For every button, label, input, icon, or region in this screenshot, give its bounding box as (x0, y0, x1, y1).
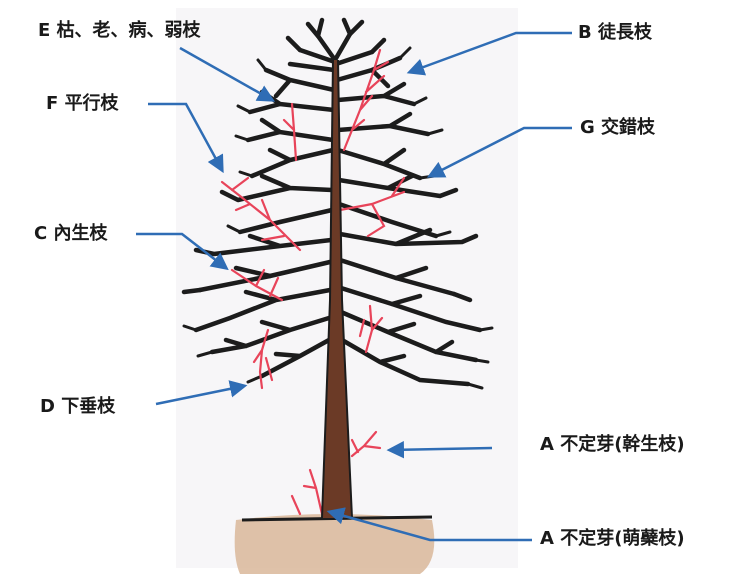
label-a-trunk-sprout: A 不定芽(幹生枝) (540, 434, 685, 456)
label-a-sucker: A 不定芽(萌蘗枝) (540, 528, 685, 550)
label-f-parallel-branch: F 平行枝 (46, 93, 119, 115)
ground (235, 514, 435, 574)
label-b-water-sprout: B 徒長枝 (578, 22, 652, 44)
label-c-inward-branch: C 內生枝 (34, 223, 107, 245)
label-d-drooping-branch: D 下垂枝 (40, 396, 115, 418)
label-e-dead-branches: E 枯、老、病、弱枝 (38, 20, 201, 42)
label-g-crossing-branch: G 交錯枝 (580, 117, 655, 139)
